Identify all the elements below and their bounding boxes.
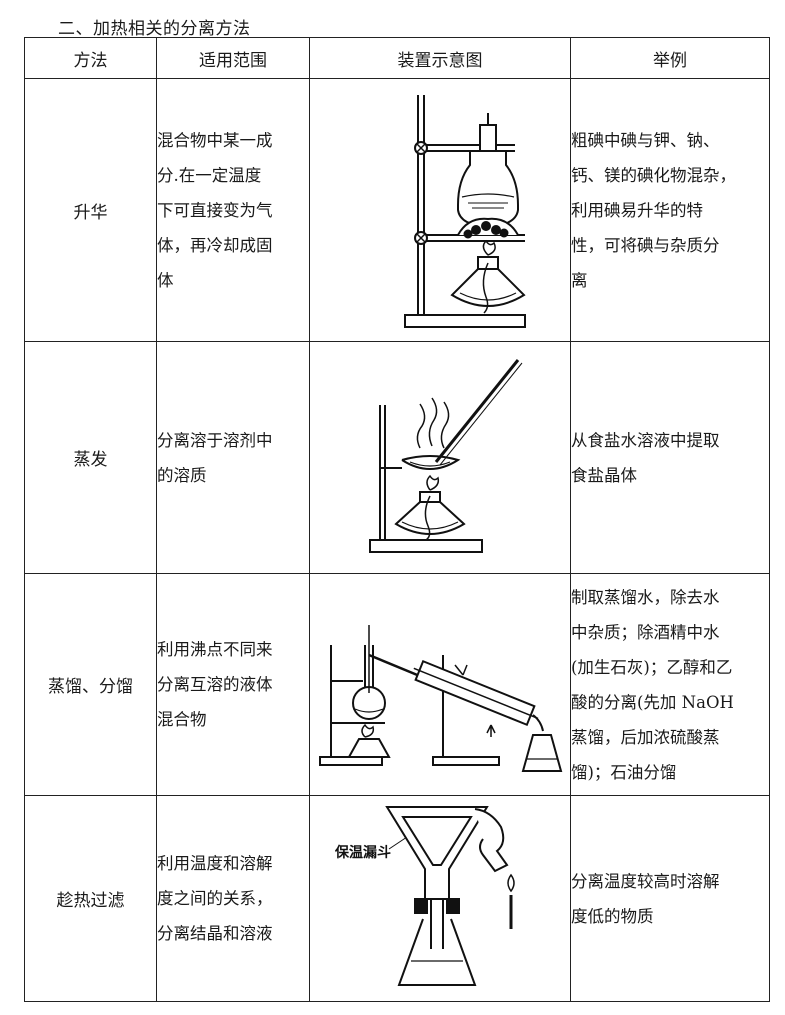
method-cell: 蒸馏、分馏 (24, 573, 157, 796)
header-method: 方法 (24, 37, 157, 79)
example-cell: 从食盐水溶液中提取 食盐晶体 (570, 341, 770, 574)
header-figure: 装置示意图 (309, 37, 571, 79)
section-heading: 二、加热相关的分离方法 (58, 19, 251, 39)
figure-cell: 保温漏斗 (309, 795, 571, 1002)
table-header-row: 方法 适用范围 装置示意图 举例 (24, 37, 770, 79)
method-cell: 蒸发 (24, 341, 157, 574)
figure-cell (309, 573, 571, 796)
table-row: 蒸馏、分馏 利用沸点不同来 分离互溶的液体 混合物 (24, 573, 770, 796)
hot-filtration-apparatus-diagram: 保温漏斗 (334, 805, 515, 986)
table-row: 蒸发 分离溶于溶剂中 的溶质 (24, 341, 770, 574)
distillation-apparatus-diagram (319, 624, 563, 772)
figure-cell (309, 78, 571, 342)
scope-cell: 分离溶于溶剂中 的溶质 (156, 341, 310, 574)
example-cell: 制取蒸馏水，除去水 中杂质；除酒精中水 (加生石灰)；乙醇和乙 酸的分离(先加 … (570, 573, 770, 796)
scope-cell: 混合物中某一成 分.在一定温度 下可直接变为气 体，再冷却成固 体 (156, 78, 310, 342)
evaporation-apparatus-diagram (369, 359, 523, 553)
figure-cell (309, 341, 571, 574)
scope-cell: 利用沸点不同来 分离互溶的液体 混合物 (156, 573, 310, 796)
example-cell: 分离温度较高时溶解 度低的物质 (570, 795, 770, 1002)
example-cell: 粗碘中碘与钾、钠、 钙、镁的碘化物混杂， 利用碘易升华的特 性，可将碘与杂质分 … (570, 78, 770, 342)
sublimation-apparatus-diagram (404, 95, 526, 328)
table-row: 升华 混合物中某一成 分.在一定温度 下可直接变为气 体，再冷却成固 体 (24, 78, 770, 342)
funnel-label: 保温漏斗 (334, 844, 391, 861)
separation-methods-table: 方法 适用范围 装置示意图 举例 升华 混合物中某一成 分.在一定温度 下可直接… (24, 37, 770, 1002)
table-row: 趁热过滤 利用温度和溶解 度之间的关系， 分离结晶和溶液 保温漏斗 (24, 795, 770, 1002)
method-cell: 趁热过滤 (24, 795, 157, 1002)
method-cell: 升华 (24, 78, 157, 342)
scope-cell: 利用温度和溶解 度之间的关系， 分离结晶和溶液 (156, 795, 310, 1002)
header-example: 举例 (570, 37, 770, 79)
header-scope: 适用范围 (156, 37, 310, 79)
